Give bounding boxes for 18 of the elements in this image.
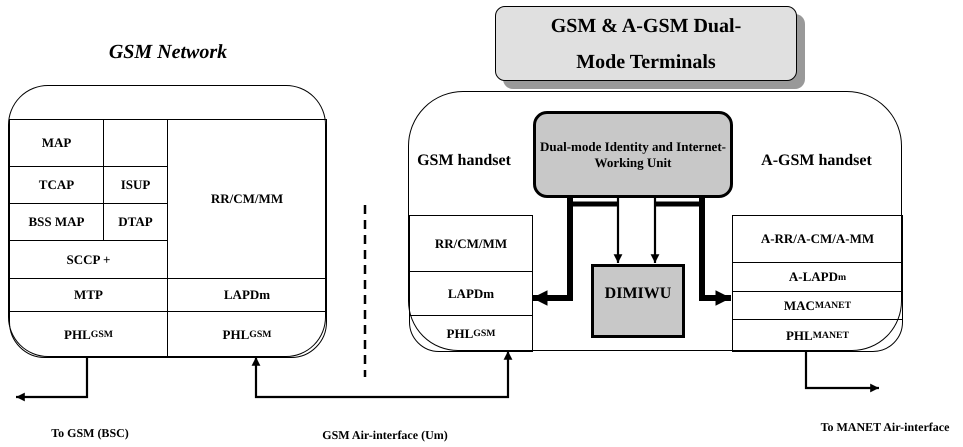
protocol-layer-cell: LAPDm <box>409 271 533 316</box>
arrow <box>699 197 731 306</box>
interworking-unit-box: Dual-mode Identity and Internet-Working Unit <box>533 111 733 198</box>
protocol-layer-cell: RR/CM/MM <box>409 215 533 272</box>
arrow <box>650 197 660 263</box>
dimiwu-box: DIMIWU <box>591 264 685 338</box>
handset-caption: GSM handset <box>416 151 512 171</box>
protocol-layer-cell: A-RR/A-CM/A-MM <box>732 215 903 263</box>
arrow <box>614 197 622 263</box>
arrow <box>16 357 88 402</box>
arrow <box>804 351 879 392</box>
arrow <box>252 351 512 398</box>
arrow <box>532 197 573 306</box>
protocol-layer-cell: RR/CM/MM <box>167 119 327 279</box>
protocol-layer-cell: MAP <box>9 119 104 167</box>
panel-heading: GSM Network <box>108 41 228 64</box>
handset-caption: A-GSM handset <box>760 151 873 171</box>
terminal-panel <box>408 91 902 351</box>
